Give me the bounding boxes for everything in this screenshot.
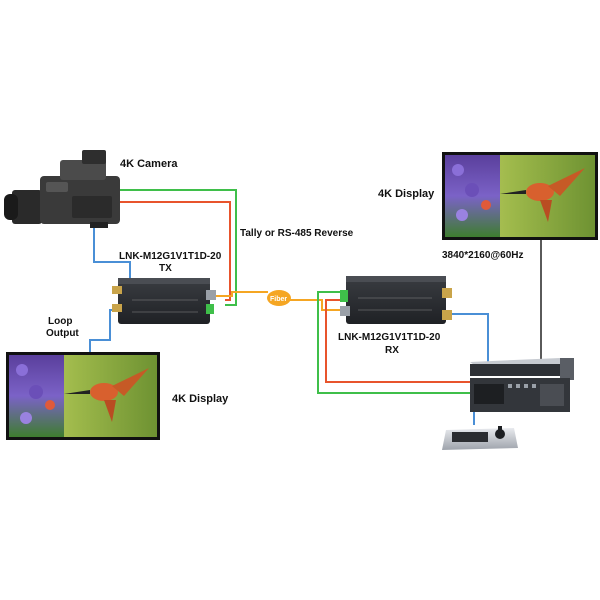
sdi-blue-line-loop — [89, 309, 118, 352]
rs485-green-line-rx — [317, 291, 470, 394]
tx-model-label: LNK-M12G1V1T1D-20 — [119, 251, 222, 262]
fiber-orange-line-rx — [290, 299, 340, 311]
fiber-label: Fiber — [270, 296, 287, 303]
tx-role-label: TX — [159, 263, 172, 274]
rx-role-label: RX — [385, 345, 399, 356]
camera-label: 4K Camera — [120, 158, 178, 170]
sdi-blue-line-rx — [452, 313, 489, 364]
resolution-label: 3840*2160@60Hz — [442, 250, 523, 261]
sdi-blue-line-camera — [93, 225, 131, 283]
video-switcher-icon — [470, 358, 574, 412]
loop-label-line1: Loop — [48, 316, 72, 327]
fiber-transmitter-icon — [112, 278, 216, 324]
loop-label-line2: Output — [46, 328, 79, 339]
rx-model-label: LNK-M12G1V1T1D-20 — [338, 332, 441, 343]
monitor-hummingbird-image-bottom — [6, 352, 160, 440]
fiber-orange-line — [210, 291, 268, 297]
rs485-green-line-tx — [120, 189, 237, 306]
display-bottom-label: 4K Display — [172, 393, 229, 405]
fiber-receiver-icon — [340, 276, 452, 324]
broadcast-camera-icon — [4, 150, 120, 228]
tally-red-line-tx — [120, 201, 231, 301]
tally-rs485-label: Tally or RS-485 Reverse — [240, 228, 354, 239]
fiber-badge: Fiber — [267, 290, 291, 306]
display-top-label: 4K Display — [378, 188, 435, 200]
tally-red-line-rx — [325, 299, 470, 383]
ptz-controller-icon — [442, 426, 518, 450]
monitor-hummingbird-image-top — [442, 152, 598, 240]
